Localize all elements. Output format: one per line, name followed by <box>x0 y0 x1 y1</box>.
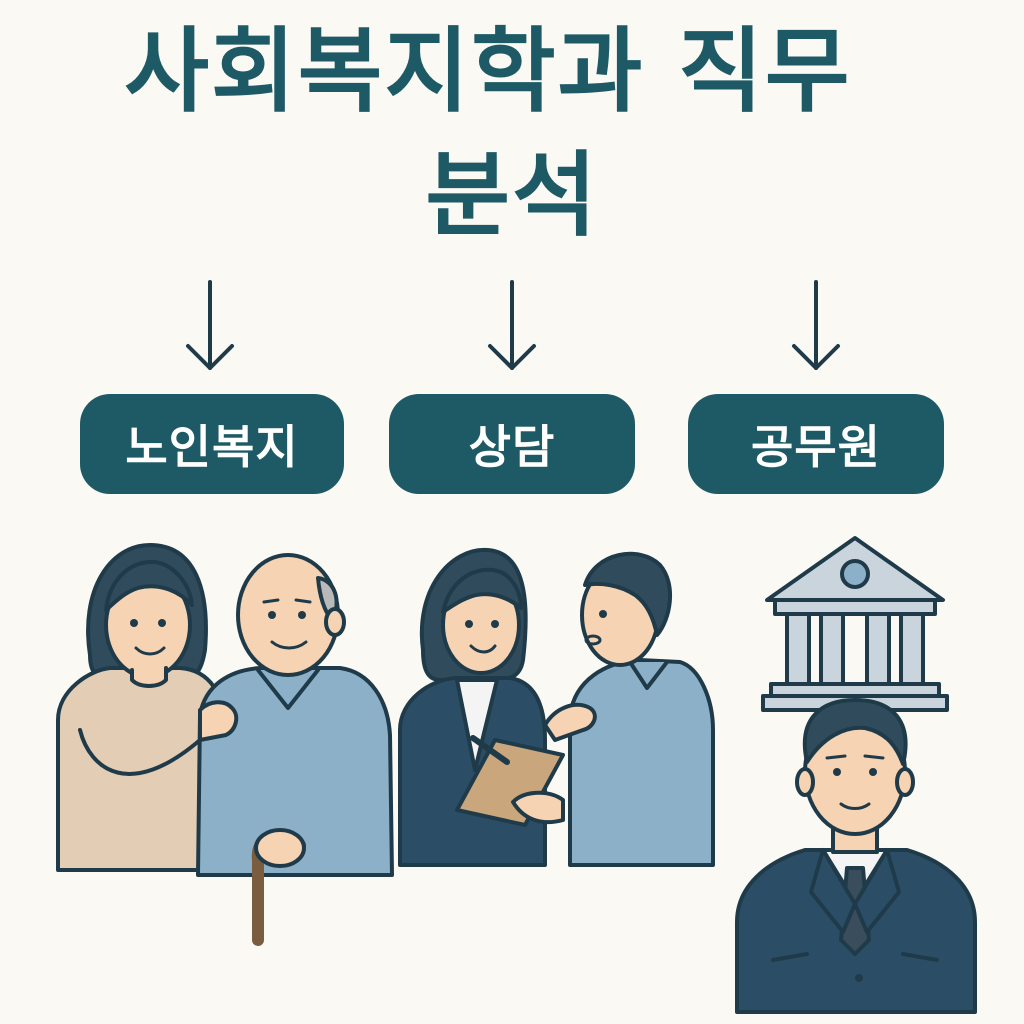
down-arrow-icon-3 <box>792 280 840 370</box>
category-label: 노인복지 <box>125 420 299 474</box>
category-pill-civil-servant: 공무원 <box>688 394 944 494</box>
elderly-care-illustration <box>56 543 394 946</box>
category-pill-elderly-welfare: 노인복지 <box>80 394 344 494</box>
category-pill-counseling: 상담 <box>389 394 635 494</box>
down-arrow-icon-2 <box>488 280 536 370</box>
down-arrow-icon-1 <box>186 280 234 370</box>
counseling-illustration <box>398 547 715 867</box>
government-official-illustration <box>735 536 977 1014</box>
title-line-2: 분석 <box>425 142 599 249</box>
category-label: 공무원 <box>751 420 881 474</box>
category-label: 상담 <box>468 420 556 474</box>
title-line-1: 사회복지학과 직무 <box>124 18 852 125</box>
